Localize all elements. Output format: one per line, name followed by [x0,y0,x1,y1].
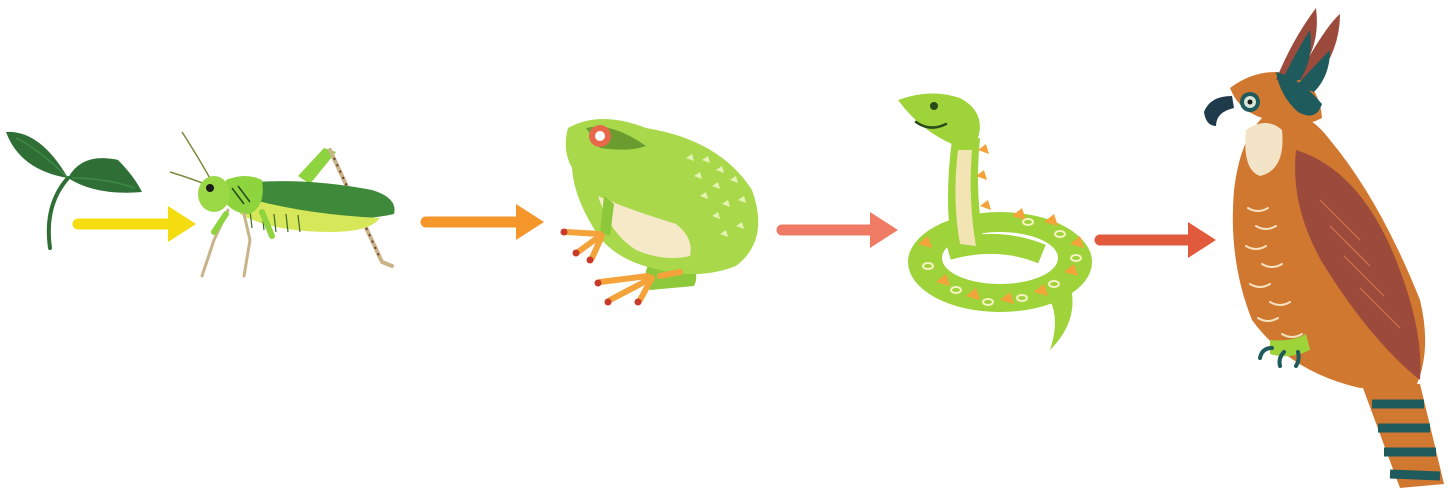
arrow-grasshopper-to-frog [426,204,544,240]
leaf-sprout-icon [6,132,142,248]
arrow-frog-to-snake [782,212,898,248]
grasshopper-icon [170,132,395,276]
arrow-plant-to-grasshopper [78,206,196,242]
hawk-eagle-icon [1204,8,1444,488]
arrow-snake-to-hawk [1100,222,1216,258]
frog-icon [561,119,759,306]
snake-icon [898,93,1092,350]
